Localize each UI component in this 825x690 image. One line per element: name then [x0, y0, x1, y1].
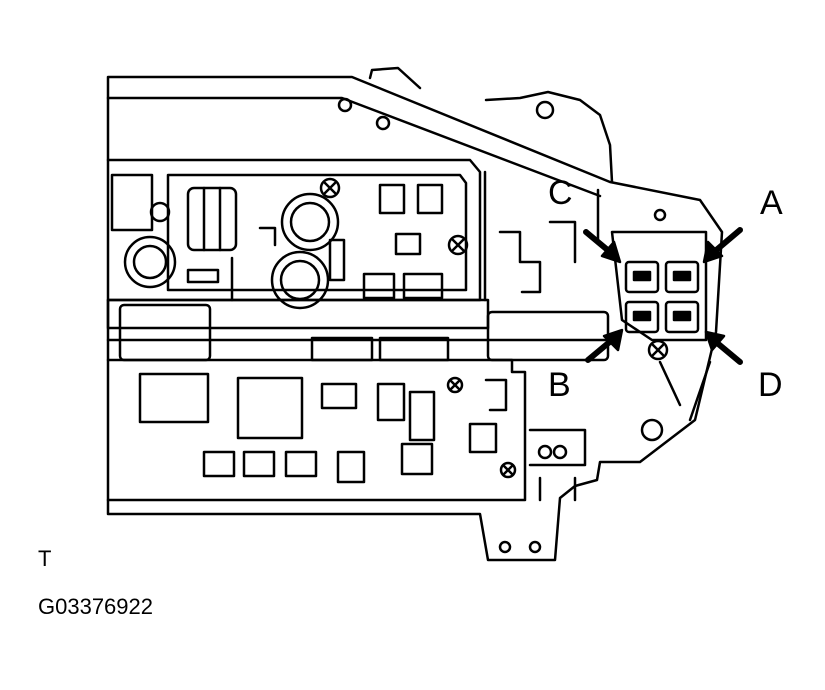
- lower-pad: [336, 450, 366, 484]
- screw-2: [447, 234, 469, 256]
- upper-hole-2: [375, 115, 391, 131]
- lower-trace: [484, 378, 508, 412]
- pad: [394, 232, 422, 256]
- terminal-housing: [610, 230, 708, 342]
- capacitor-left: [123, 235, 177, 289]
- arrow-d: [704, 330, 743, 365]
- terminal-upper-right: [664, 260, 700, 294]
- callout-c: C: [548, 174, 573, 212]
- orientation-mark: T: [38, 546, 52, 571]
- capacitor-top: [280, 192, 340, 252]
- mid-trace-3: [548, 220, 577, 264]
- lower-pad: [284, 450, 318, 478]
- callout-a: A: [760, 184, 783, 222]
- lower-board: [106, 358, 527, 502]
- terminal-pin: [672, 310, 692, 322]
- lower-pad: [202, 450, 236, 478]
- housing-outline: [106, 75, 724, 562]
- lower-pad: [468, 422, 498, 454]
- bracket-bottom: [538, 476, 577, 502]
- capacitor-bottom: [270, 250, 330, 310]
- terminal-upper-left: [624, 260, 660, 294]
- coil-body: [186, 186, 238, 252]
- callout-b: B: [548, 366, 571, 404]
- screw-4: [499, 461, 517, 479]
- pad: [402, 272, 444, 300]
- square-chip: [138, 372, 210, 424]
- bottom-hole: [528, 540, 542, 554]
- terminal-lower-right: [664, 300, 700, 334]
- capacitor-bottom-inner: [279, 259, 321, 301]
- housing-inner-edge: [106, 96, 602, 198]
- ribbon-right: [486, 310, 610, 362]
- terminal-lower-left: [624, 300, 660, 334]
- lower-right-part: [528, 428, 587, 467]
- resistor: [186, 268, 220, 284]
- bracket-screw: [535, 100, 555, 120]
- left-board-inner: [166, 173, 468, 292]
- lower-pad: [408, 390, 436, 442]
- small-cap: [149, 201, 171, 223]
- terminal-pin: [632, 270, 652, 282]
- component-trace-2: [258, 226, 277, 247]
- square-chip-2: [236, 376, 304, 440]
- callout-d: D: [758, 366, 783, 404]
- bar-clip: [310, 336, 374, 362]
- capacitor-left-inner: [132, 244, 168, 280]
- lower-pad: [376, 382, 406, 422]
- terminal-leg: [658, 360, 682, 407]
- pad: [378, 183, 406, 215]
- lower-pad: [242, 450, 276, 478]
- mount-hole: [640, 418, 664, 442]
- pad: [328, 238, 346, 282]
- lower-right-coil: [537, 444, 553, 460]
- pad: [362, 272, 396, 300]
- upper-bracket: [484, 90, 614, 184]
- arrow-a: [702, 227, 743, 264]
- figure-code: G03376922: [38, 594, 153, 619]
- terminal-leg-2: [688, 360, 712, 422]
- terminal-pin: [672, 270, 692, 282]
- mount-hole-small: [653, 208, 667, 222]
- lower-pad: [320, 382, 358, 410]
- terminal-pin: [632, 310, 652, 322]
- arrow-b: [585, 328, 624, 363]
- screw-3: [446, 376, 464, 394]
- pad: [416, 183, 444, 215]
- bracket-tab: [368, 66, 422, 90]
- bar-clip-2: [378, 336, 450, 362]
- left-block: [110, 173, 154, 232]
- upper-hole: [337, 97, 353, 113]
- lower-right-coil-2: [552, 444, 568, 460]
- ribbon: [118, 303, 212, 362]
- mid-trace-2: [498, 230, 542, 294]
- terminal-screw: [647, 339, 669, 361]
- capacitor-top-inner: [289, 201, 331, 243]
- screw-1: [319, 177, 341, 199]
- lower-pad: [400, 442, 434, 476]
- arrow-c: [583, 229, 622, 264]
- bottom-hole: [498, 540, 512, 554]
